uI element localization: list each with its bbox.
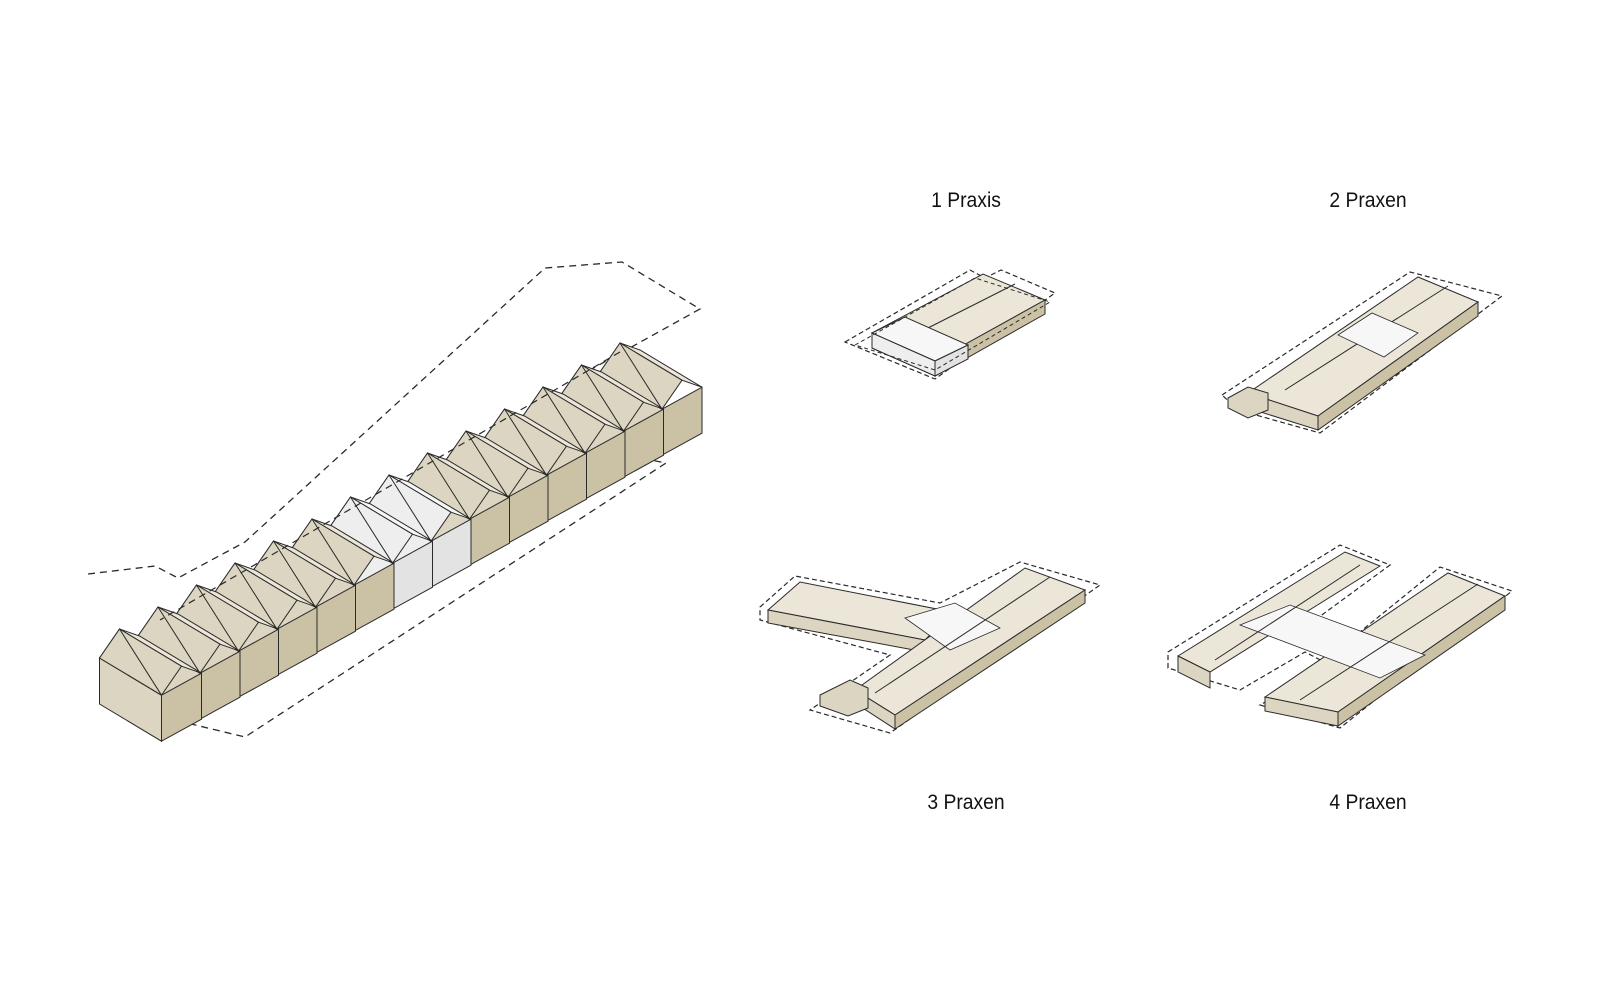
roof-ridge bbox=[1299, 583, 1479, 701]
right-wing-side bbox=[1337, 595, 1506, 727]
praxis-highlight bbox=[904, 602, 1001, 651]
caption-2-praxen: 2 Praxen bbox=[1329, 189, 1407, 212]
wing-small bbox=[819, 679, 869, 717]
variant-1-praxis bbox=[843, 269, 1057, 380]
house-gable bbox=[98, 628, 162, 696]
praxis-highlight bbox=[1337, 312, 1419, 358]
wing-small bbox=[1227, 386, 1269, 419]
roof-ridge bbox=[1214, 564, 1361, 661]
row-axis bbox=[159, 351, 621, 621]
building-side bbox=[1317, 301, 1479, 431]
variant-2-praxen bbox=[1221, 271, 1504, 434]
roof-ridge bbox=[874, 576, 1051, 694]
caption-3-praxen: 3 Praxen bbox=[927, 791, 1005, 814]
main-axonometric-houses bbox=[87, 261, 703, 743]
caption-1-praxis: 1 Praxis bbox=[931, 189, 1001, 212]
site-outline bbox=[843, 269, 1057, 380]
variant-3-praxen bbox=[759, 561, 1102, 734]
site-outline bbox=[759, 561, 1102, 734]
site-outline-inner bbox=[853, 277, 1052, 371]
roof-ridge bbox=[919, 283, 1016, 333]
left-wing-front bbox=[1177, 655, 1211, 689]
variant-4-praxen bbox=[1167, 544, 1514, 729]
caption-4-praxen: 4 Praxen bbox=[1329, 791, 1407, 814]
main-wing-side bbox=[894, 589, 1086, 730]
site-outline-upper bbox=[87, 261, 702, 579]
praxis-highlight bbox=[1238, 604, 1426, 679]
